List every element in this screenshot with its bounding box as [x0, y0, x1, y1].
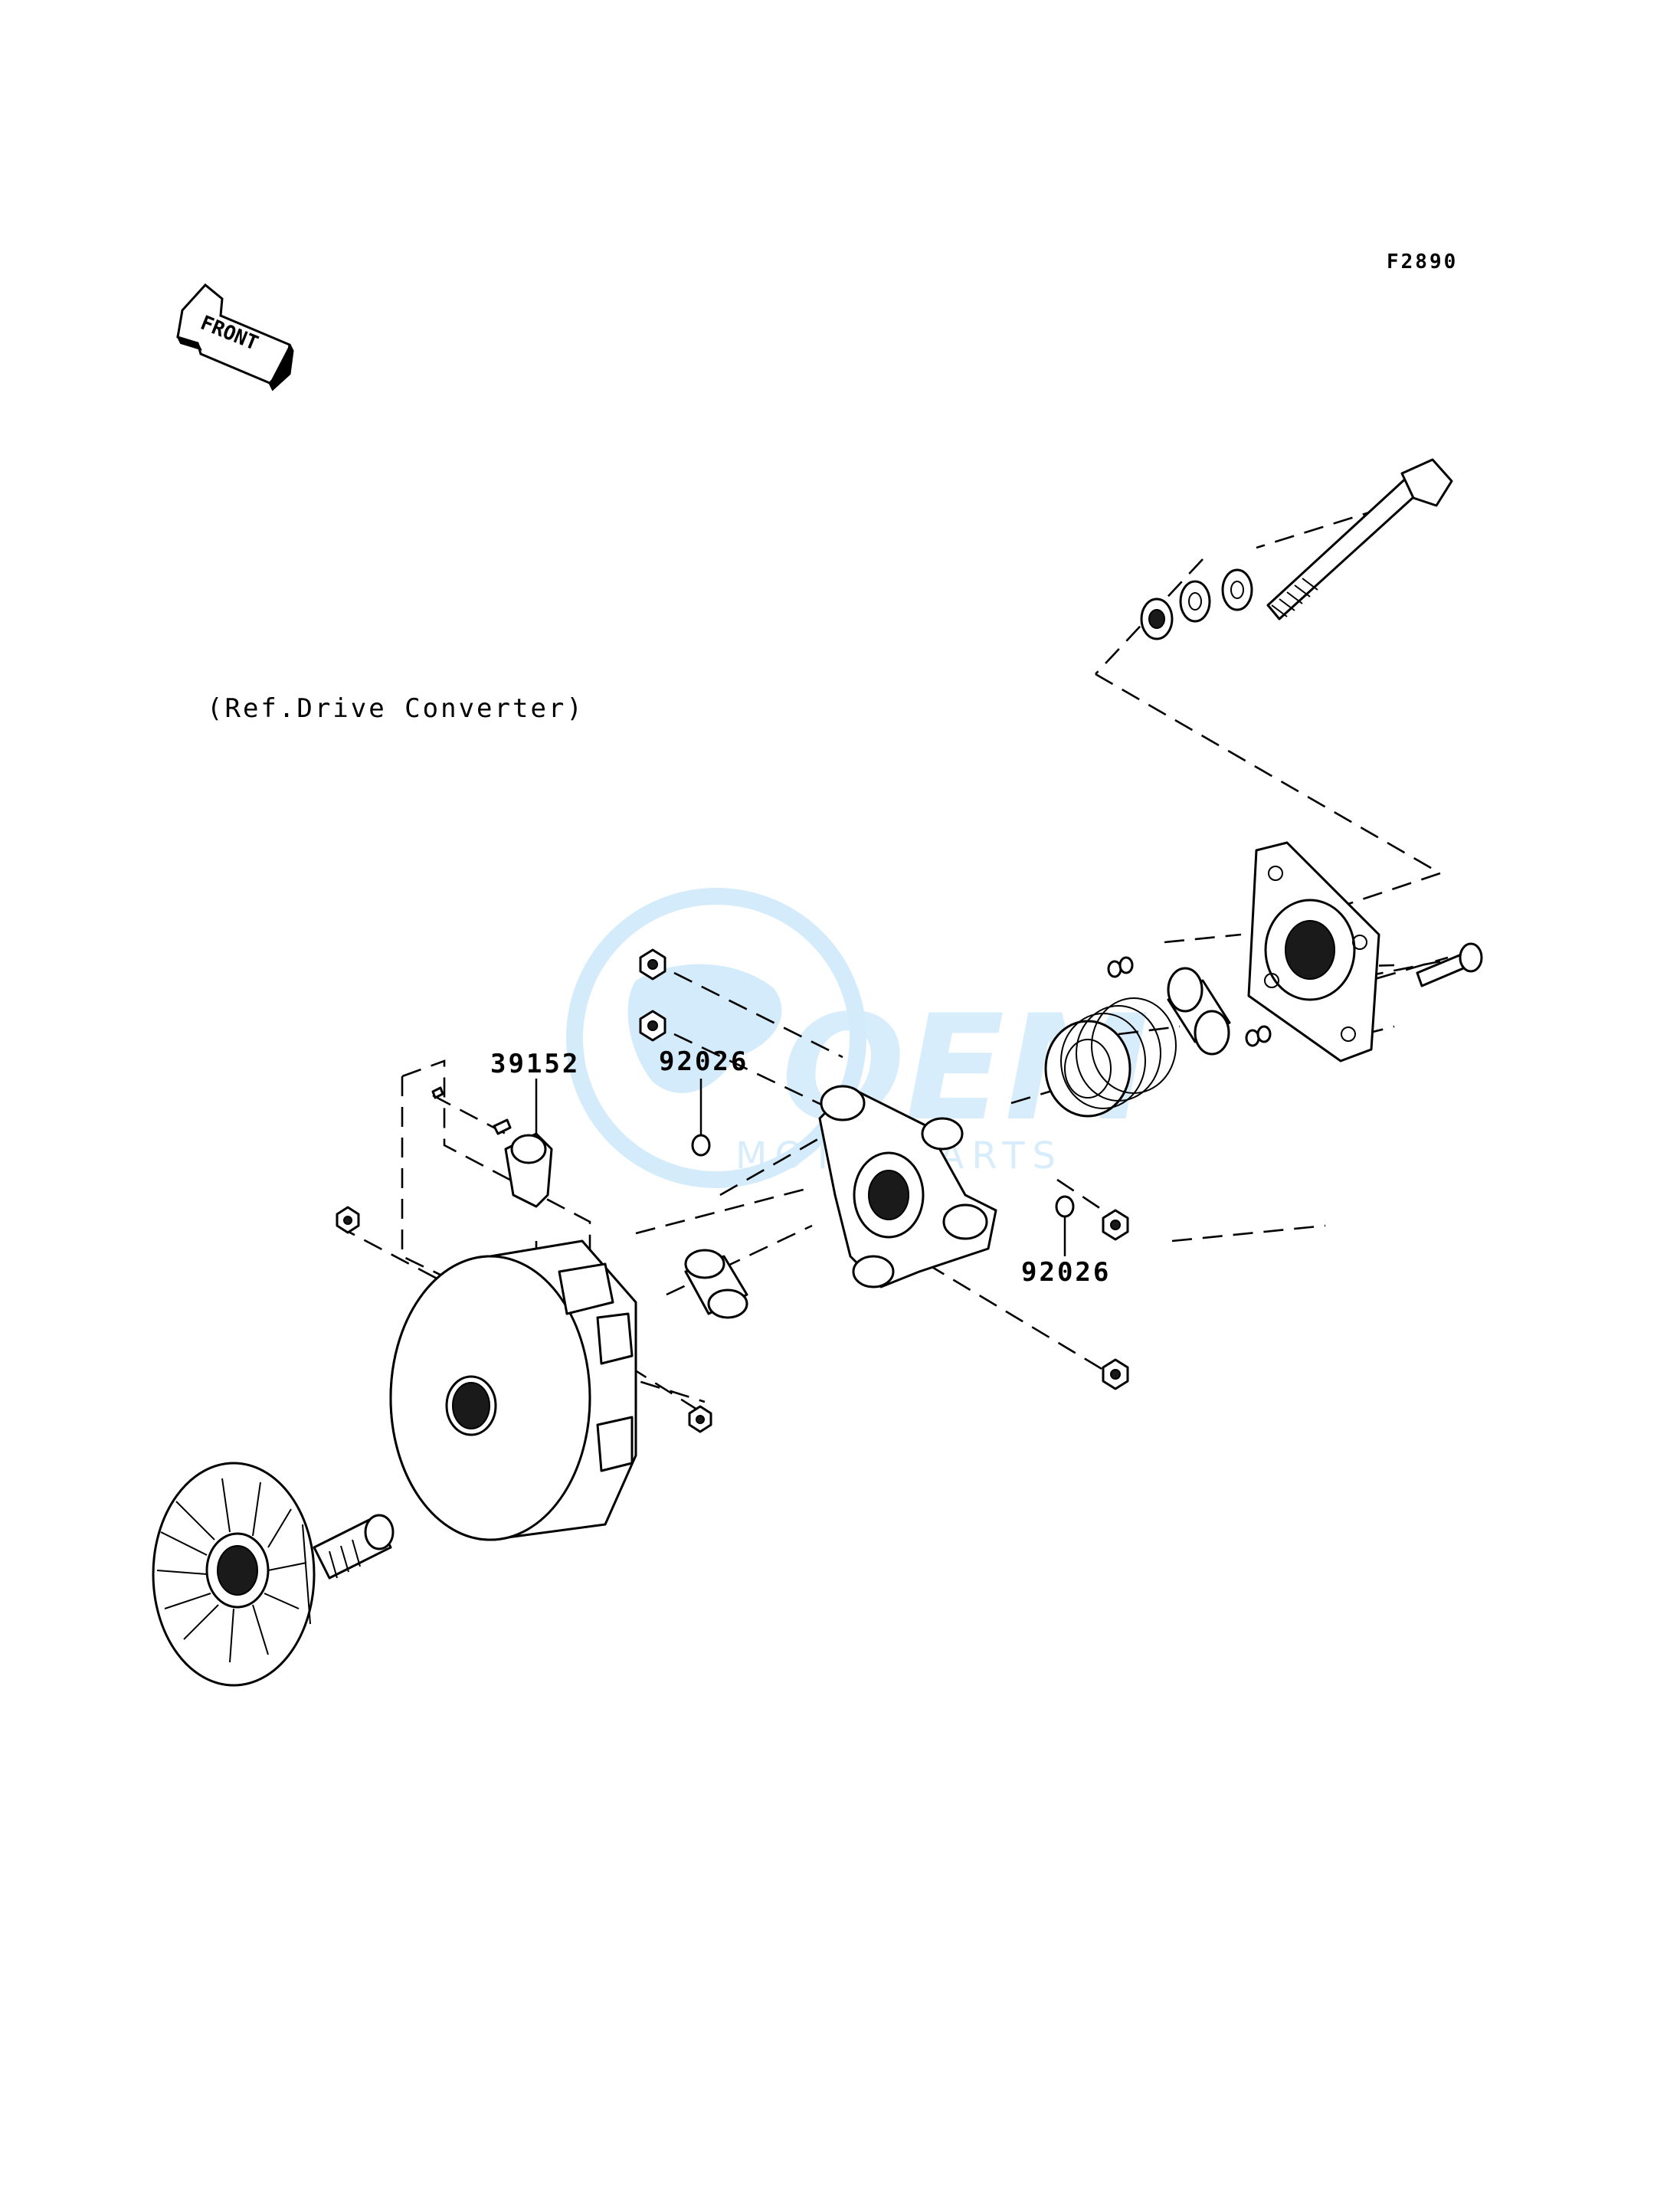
pins	[1107, 956, 1272, 1047]
cam-weight-39152	[431, 1086, 553, 1208]
bushing-center	[684, 1249, 748, 1319]
figure-code: F2890	[1387, 250, 1458, 273]
nuts	[336, 948, 1129, 1433]
fixed-sheave	[152, 1462, 395, 1687]
pin-92026-left	[691, 1134, 711, 1157]
reference-note: (Ref.Drive Converter)	[207, 693, 585, 724]
pin-92026-right	[1055, 1195, 1075, 1218]
callout-39152: 39152	[490, 1049, 580, 1079]
front-arrow-icon	[176, 283, 294, 391]
screw	[1416, 942, 1483, 987]
callout-92026-right: 92026	[1021, 1257, 1111, 1288]
callout-92026-left: 92026	[659, 1046, 748, 1077]
bushing-right	[1167, 967, 1231, 1056]
spider-hub	[818, 1085, 997, 1288]
movable-sheave	[389, 1239, 637, 1541]
spring	[1044, 997, 1177, 1118]
assembly-lines	[336, 489, 1449, 1411]
washers	[1140, 568, 1253, 640]
bolt	[1266, 458, 1453, 620]
cover-plate	[1247, 841, 1380, 1062]
